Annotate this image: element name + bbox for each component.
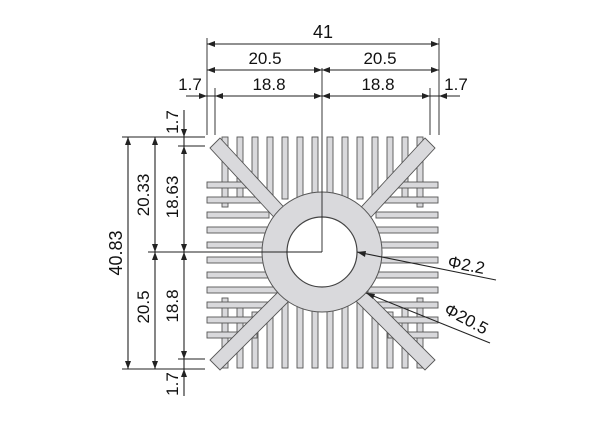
- dim-half-width-right: 20.5: [363, 49, 396, 68]
- dim-edge-top: 1.7: [163, 110, 182, 134]
- left-dimensions: 40.83 20.33 20.5 18.63 18.8 1.7 1.7: [106, 110, 270, 396]
- dim-edge-left: 1.7: [178, 75, 202, 94]
- left-fins: [206, 181, 283, 339]
- top-dimensions: 41 20.5 20.5 18.8 18.8 1.7 1.7: [178, 22, 468, 135]
- dim-inner-left: 18.8: [252, 75, 285, 94]
- dim-overall-width: 41: [313, 22, 333, 42]
- hole-leader-line: [356, 251, 497, 281]
- dim-core-diameter: Φ20.5: [441, 300, 491, 339]
- dim-lower-height: 20.5: [134, 290, 153, 323]
- dim-inner-right: 18.8: [361, 75, 394, 94]
- dim-upper-height: 20.33: [134, 174, 153, 217]
- dim-lower-inner: 18.8: [163, 289, 182, 322]
- dim-edge-right: 1.7: [444, 75, 468, 94]
- dim-upper-inner: 18.63: [163, 176, 182, 219]
- core-leader-line: [365, 292, 491, 344]
- dim-edge-bottom: 1.7: [163, 372, 182, 396]
- right-fins: [362, 181, 439, 339]
- heatsink-profile: [206, 136, 439, 371]
- dim-overall-height: 40.83: [106, 230, 126, 275]
- dim-hole-diameter: Φ2.2: [446, 252, 486, 278]
- dim-half-width-left: 20.5: [248, 49, 281, 68]
